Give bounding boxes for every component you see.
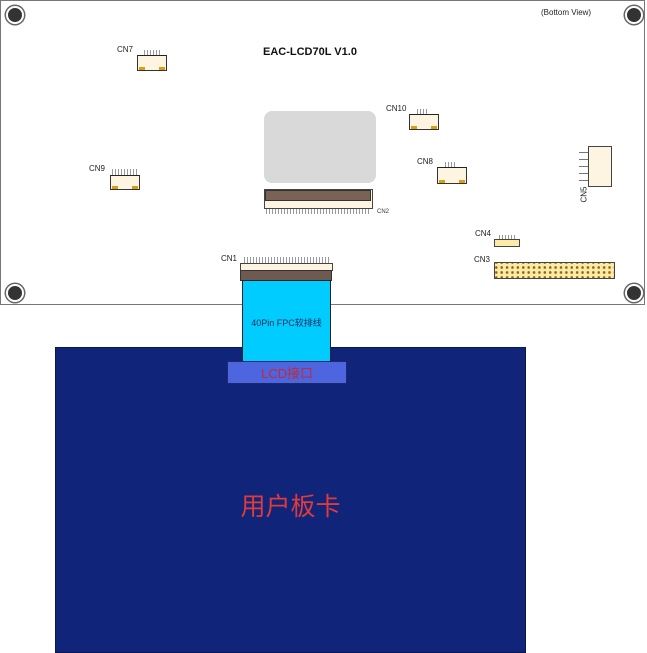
view-label: (Bottom View) [541,8,592,17]
lcd-interface-label: LCD接口 [260,366,313,381]
mounting-hole [6,284,24,302]
fpc-cable-label: 40Pin FPC软排线 [251,318,322,328]
cn9-connector [110,175,140,190]
cn1-pins [244,257,330,263]
cn3-header [494,262,615,279]
cn7-pins [144,50,160,55]
cn8-label: CN8 [417,157,434,166]
cn10-connector [409,114,439,130]
mounting-hole [6,6,24,24]
cn4-label: CN4 [475,229,492,238]
cn10-pins [417,109,429,114]
cn4-connector [494,239,520,247]
cn10-label: CN10 [386,104,407,113]
user-board-label: 用户板卡 [240,493,341,521]
cn2-latch [265,190,371,201]
cn9-pins [112,169,138,175]
cn5-label: CN5 [579,186,589,203]
cn1-label: CN1 [221,254,238,263]
cn7-connector [137,55,167,71]
cn5-connector [588,146,612,187]
mounting-hole [625,6,643,24]
cn8-connector [437,167,467,184]
lcd-interface [227,361,347,384]
mounting-hole [625,284,643,302]
cn3-label: CN3 [474,255,491,264]
cn2-label: CN2 [377,209,390,215]
cn9-label: CN9 [89,164,106,173]
cn5-pins [579,148,588,184]
cn2-pins [266,209,370,214]
cn7-label: CN7 [117,45,134,54]
board-title: EAC-LCD70L V1.0 [263,46,357,58]
fpc-cable [242,280,331,363]
cn8-pins [445,162,457,167]
user-board [55,347,526,653]
ic-chip [264,111,376,183]
cn4-pins [499,235,515,239]
